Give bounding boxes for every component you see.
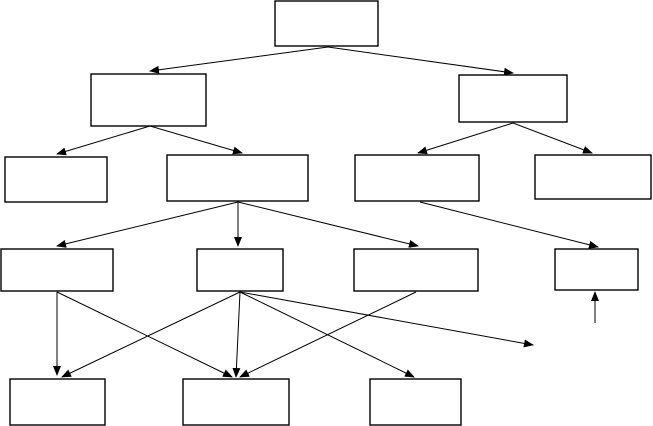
arrow-n2-to-n5 bbox=[149, 125, 243, 155]
arrow-n3-to-n6 bbox=[417, 122, 514, 155]
arrow-n6-to-n11 bbox=[419, 201, 599, 249]
node-rect bbox=[196, 248, 284, 292]
node-rect bbox=[9, 378, 106, 426]
node-box-n13 bbox=[182, 378, 290, 426]
node-rect bbox=[369, 378, 462, 426]
node-box-n11 bbox=[554, 248, 639, 291]
node-rect bbox=[554, 248, 639, 291]
node-box-n8 bbox=[0, 248, 114, 292]
node-rect bbox=[458, 74, 568, 123]
node-rect bbox=[182, 378, 290, 426]
node-box-n4 bbox=[4, 156, 108, 203]
node-box-n7 bbox=[534, 154, 652, 200]
arrow-n9-to-none bbox=[239, 291, 534, 348]
node-box-n2 bbox=[90, 73, 207, 127]
arrow-n9-to-n12 bbox=[61, 291, 241, 378]
arrow-n5-to-n8 bbox=[56, 201, 239, 248]
node-rect bbox=[353, 248, 479, 292]
arrow-n5-to-n10 bbox=[237, 201, 419, 248]
node-box-n6 bbox=[354, 154, 480, 202]
node-rect bbox=[4, 156, 108, 203]
node-rect bbox=[534, 154, 652, 200]
node-rect bbox=[274, 0, 379, 47]
edges-layer bbox=[53, 46, 599, 378]
arrow-n1-to-n3 bbox=[327, 46, 514, 76]
node-box-n1 bbox=[274, 0, 379, 47]
node-box-n3 bbox=[458, 74, 568, 123]
node-rect bbox=[0, 248, 114, 292]
arrow-n10-to-n13 bbox=[239, 291, 417, 378]
node-rect bbox=[90, 73, 207, 127]
node-rect bbox=[354, 154, 480, 202]
node-box-n5 bbox=[166, 154, 309, 202]
arrow-n1-to-n2 bbox=[149, 46, 329, 74]
arrow-n2-to-n4 bbox=[56, 125, 151, 156]
node-box-n12 bbox=[9, 378, 106, 426]
arrow-n8-to-n13 bbox=[56, 291, 233, 378]
arrow-n3-to-n7 bbox=[512, 122, 593, 154]
node-rect bbox=[166, 154, 309, 202]
node-box-n10 bbox=[353, 248, 479, 292]
node-box-n14 bbox=[369, 378, 462, 426]
node-box-n9 bbox=[196, 248, 284, 292]
arrow-n9-to-n13 bbox=[232, 291, 241, 378]
